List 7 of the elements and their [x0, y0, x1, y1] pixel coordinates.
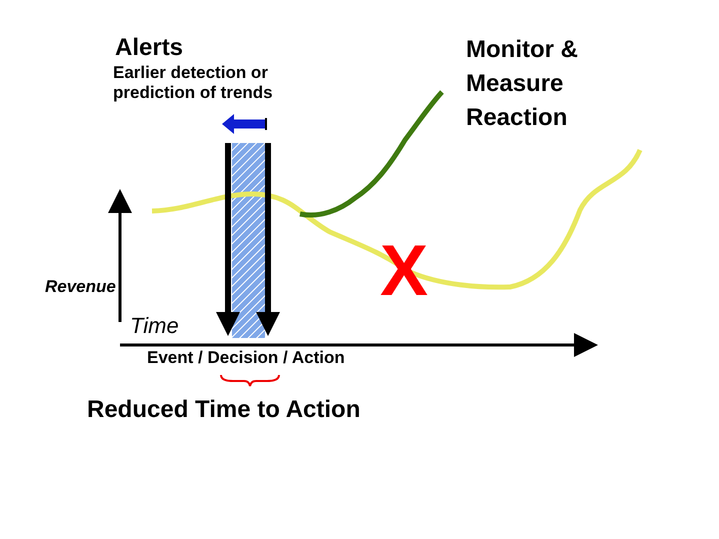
axis-label: Revenue [45, 277, 117, 297]
heading: Alerts [115, 33, 184, 62]
subheading: Earlier detection or prediction of trends [113, 63, 274, 103]
axis-label: Event / Decision / Action [147, 348, 346, 368]
heading: Monitor & Measure Reaction [466, 35, 579, 133]
axis-label: Time [130, 313, 180, 339]
caption-text: Reduced Time to Action [87, 395, 362, 424]
